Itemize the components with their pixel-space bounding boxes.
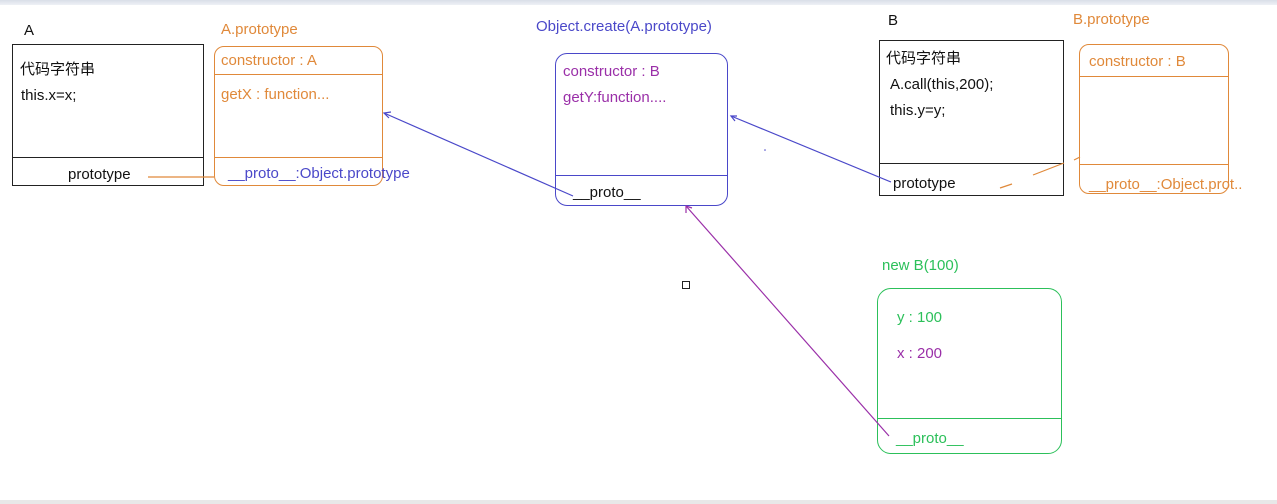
a-prototype-proto: __proto__:Object.prototype bbox=[228, 165, 410, 182]
b-prototype-arrow bbox=[730, 115, 892, 183]
box-b-title: B bbox=[888, 12, 899, 29]
box-b-divider bbox=[879, 163, 1064, 164]
b-prototype-box bbox=[1079, 44, 1229, 194]
object-create-proto: __proto__ bbox=[573, 184, 641, 201]
box-a-title: A bbox=[24, 22, 35, 39]
top-border bbox=[0, 0, 1277, 5]
box-a-code-line: this.x=x; bbox=[21, 87, 77, 104]
object-create-title: Object.create(A.prototype) bbox=[536, 18, 712, 35]
stray-dot bbox=[764, 149, 766, 151]
b-prototype-divider-bottom bbox=[1079, 164, 1229, 165]
box-b-line2: this.y=y; bbox=[890, 102, 946, 119]
box-b-line1: A.call(this,200); bbox=[890, 76, 994, 93]
object-create-gety: getY:function.... bbox=[563, 89, 667, 106]
object-create-box bbox=[555, 53, 728, 206]
object-create-proto-arrow bbox=[383, 112, 574, 197]
a-prototype-constructor: constructor : A bbox=[221, 52, 317, 69]
box-b-code-label: 代码字符串 bbox=[886, 50, 962, 67]
new-b-proto-arrow bbox=[685, 205, 890, 437]
box-a-prototype-label: prototype bbox=[68, 166, 131, 183]
new-b-proto: __proto__ bbox=[896, 430, 964, 447]
a-prototype-box bbox=[214, 46, 383, 186]
new-b-box bbox=[877, 288, 1062, 454]
b-prototype-title: B.prototype bbox=[1073, 11, 1150, 28]
a-prototype-getx: getX : function... bbox=[221, 86, 330, 103]
b-prototype-dash-3 bbox=[1073, 156, 1081, 161]
b-prototype-dash-1 bbox=[999, 183, 1013, 189]
b-prototype-divider-top bbox=[1079, 76, 1229, 77]
box-a-code-label: 代码字符串 bbox=[20, 61, 96, 78]
a-prototype-divider-top bbox=[214, 74, 383, 75]
b-prototype-dash-2 bbox=[1032, 162, 1065, 176]
object-create-proto-arrowhead bbox=[382, 111, 392, 119]
cursor-marker bbox=[682, 281, 690, 289]
new-b-x: x : 200 bbox=[897, 345, 943, 362]
object-create-divider bbox=[555, 175, 728, 176]
box-a bbox=[12, 44, 204, 186]
box-a-divider bbox=[12, 157, 204, 158]
box-b bbox=[879, 40, 1064, 196]
box-b-prototype-label: prototype bbox=[893, 175, 956, 192]
new-b-proto-arrowhead bbox=[685, 205, 693, 213]
b-prototype-arrowhead bbox=[729, 115, 737, 122]
bottom-border bbox=[0, 500, 1277, 504]
object-create-constructor: constructor : B bbox=[563, 63, 660, 80]
new-b-y: y : 100 bbox=[897, 309, 943, 326]
a-prototype-divider-bottom bbox=[214, 157, 383, 158]
a-prototype-title: A.prototype bbox=[221, 21, 298, 38]
b-prototype-constructor: constructor : B bbox=[1089, 53, 1186, 70]
b-prototype-proto: __proto__:Object.prot.. bbox=[1089, 176, 1243, 193]
new-b-title: new B(100) bbox=[882, 257, 959, 274]
new-b-divider bbox=[877, 418, 1062, 419]
